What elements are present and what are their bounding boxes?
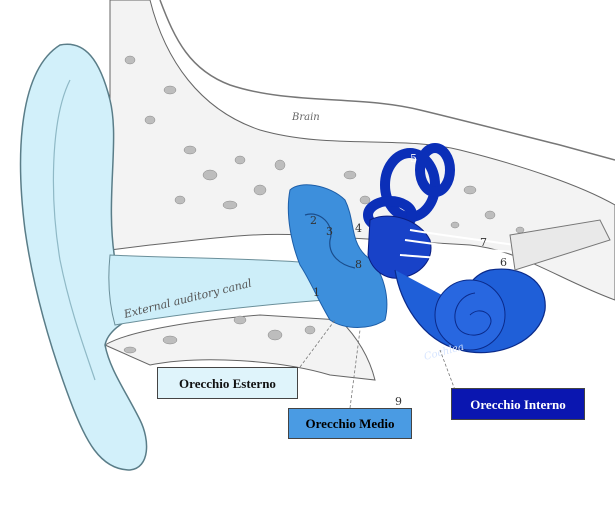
outer-ear-label: Orecchio Esterno: [157, 367, 298, 399]
label-number-5: 5: [410, 152, 417, 165]
label-number-2: 2: [310, 214, 317, 227]
cochlea: [395, 269, 545, 353]
label-number-8: 8: [355, 258, 362, 271]
brain-label: Brain: [291, 112, 320, 123]
inner-ear-label: Orecchio Interno: [451, 388, 585, 420]
label-number-4: 4: [355, 222, 362, 235]
label-number-3: 3: [326, 225, 333, 238]
label-number-1: 1: [313, 286, 320, 299]
label-number-9: 9: [395, 395, 402, 408]
middle-ear-label: Orecchio Medio: [288, 408, 412, 439]
label-number-7: 7: [480, 236, 487, 249]
label-number-6: 6: [500, 256, 507, 269]
cochlea-label: Cochlea: [423, 342, 465, 363]
